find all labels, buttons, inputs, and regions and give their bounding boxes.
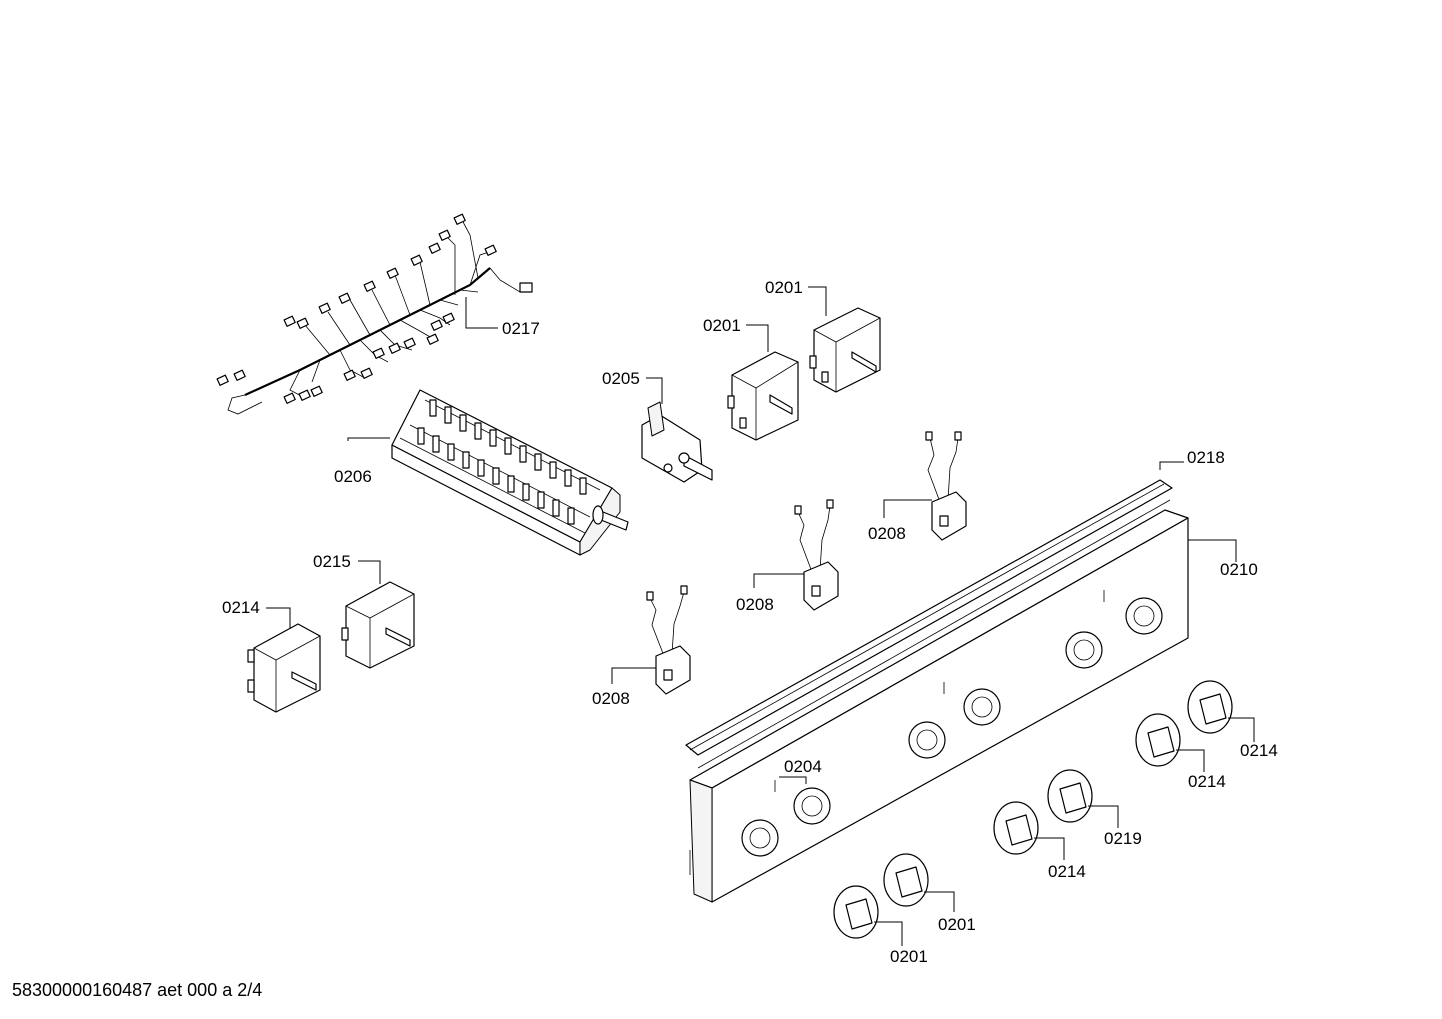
knob-0215 xyxy=(993,801,1065,860)
control-panel-fascia-part xyxy=(689,499,1237,903)
knob-0214-d xyxy=(833,885,903,946)
callout-0204: 0204 xyxy=(784,757,822,776)
panel-knob-openings xyxy=(741,597,1163,857)
callout-0215: 0214 xyxy=(1048,862,1086,881)
drawing-number-footer: 58300000160487 aet 000 a 2/4 xyxy=(12,980,263,1000)
callout-0208-a: 0208 xyxy=(868,524,906,543)
callout-0214-b: 0214 xyxy=(1188,772,1226,791)
callout-0201-b: 0201 xyxy=(765,278,803,297)
small-switch-part xyxy=(641,377,713,483)
callout-0214-c: 0201 xyxy=(938,915,976,934)
callout-0214-a: 0214 xyxy=(1240,741,1278,760)
energy-regulator-part-c xyxy=(341,560,415,669)
callout-0206: 0206 xyxy=(334,467,372,486)
indicator-lamp-part-b xyxy=(753,499,839,611)
knob-0219 xyxy=(1047,769,1119,828)
callout-0201-d: 0214 xyxy=(222,598,260,617)
indicator-lamp-part-c xyxy=(611,585,691,695)
energy-regulator-part-d xyxy=(247,607,321,713)
callout-0214-d: 0201 xyxy=(890,947,928,966)
callout-0201-a: 0201 xyxy=(703,316,741,335)
callout-0218: 0218 xyxy=(1187,448,1225,467)
knob-0214-a xyxy=(1187,680,1255,742)
energy-regulator-part-a xyxy=(727,324,799,441)
trim-strip-part xyxy=(685,461,1184,756)
main-switch-block-part xyxy=(347,389,629,556)
callout-0208-b: 0208 xyxy=(736,595,774,614)
callout-0208-c: 0208 xyxy=(592,689,630,708)
callout-0201-c: 0215 xyxy=(313,552,351,571)
callout-0219: 0219 xyxy=(1104,829,1142,848)
knob-0214-b xyxy=(1135,713,1205,772)
knob-0214-c xyxy=(883,853,955,912)
callout-0205: 0205 xyxy=(602,369,640,388)
indicator-lamp-part-a xyxy=(883,431,967,541)
callout-0217: 0217 xyxy=(502,319,540,338)
energy-regulator-part-b xyxy=(808,286,881,393)
callout-0210: 0210 xyxy=(1220,560,1258,579)
wiring-harness-part xyxy=(216,213,533,415)
leader-0204 xyxy=(779,776,807,784)
